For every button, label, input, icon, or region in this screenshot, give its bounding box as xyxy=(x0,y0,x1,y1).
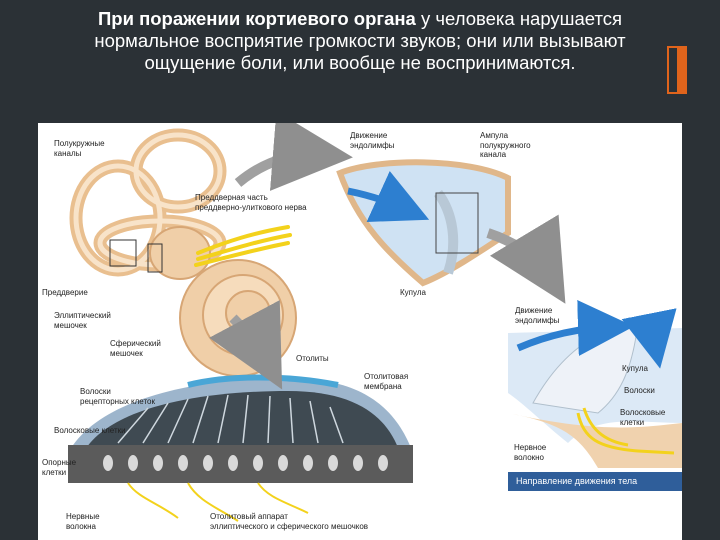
ampulla-panel xyxy=(336,159,511,287)
label-line: преддверно-улиткового нерва xyxy=(195,202,307,212)
label-line: волокно xyxy=(514,452,545,462)
cupula-detail xyxy=(508,300,682,468)
label-hair-cells-left: Волосковые клетки xyxy=(54,426,126,435)
head-motion-direction-bar xyxy=(508,472,682,491)
label-nerve-fibers-bottom: Нервные волокна xyxy=(66,512,100,531)
label-line: эллиптического и сферического мешочков xyxy=(210,521,369,531)
title-line2: нормальное восприятие громкости звуков; … xyxy=(94,30,626,51)
label-receptor-cell-hairs: Волоски рецепторных клеток xyxy=(80,387,155,406)
label-line: Ампула xyxy=(480,131,509,140)
label-endolymph-motion-right: Движение эндолимфы xyxy=(515,306,559,325)
label-line: канала xyxy=(480,150,507,159)
label-otolith-apparatus: Отолитовый аппарат эллиптического и сфер… xyxy=(210,512,368,531)
title-bold: При поражении кортиевого органа xyxy=(97,8,416,29)
label-line: волокна xyxy=(66,521,97,531)
label-line: Волосковые xyxy=(620,408,666,417)
label-utricle: Эллиптический мешочек xyxy=(54,311,111,330)
label-saccule: Сферический мешочек xyxy=(110,339,161,358)
label-line: Нервное xyxy=(514,443,547,452)
label-line: клетки xyxy=(42,467,67,477)
label-line: Опорные xyxy=(42,458,77,467)
accent-bar-outline xyxy=(667,46,679,94)
inner-ear-figure: Полукружные каналы Преддверная часть пре… xyxy=(38,123,682,540)
label-ampulla: Ампула полукружного канала xyxy=(480,131,531,160)
label-line: эндолимфы xyxy=(350,140,395,150)
label-line: Отолитовый аппарат xyxy=(210,512,288,521)
title-line1-rest: у человека нарушается xyxy=(415,8,623,29)
label-line: полукружного xyxy=(480,140,531,150)
label-head-motion-direction: Направление движения тела xyxy=(516,476,638,486)
label-vestibule: Преддверие xyxy=(42,288,88,297)
macula-panel xyxy=(68,374,413,522)
label-supporting-cells: Опорные клетки xyxy=(42,458,76,477)
label-endolymph-motion-top: Движение эндолимфы xyxy=(350,131,394,150)
label-hairs: Волоски xyxy=(624,386,655,395)
label-cupula-top: Купула xyxy=(400,288,426,297)
label-hair-cells-right: Волосковые клетки xyxy=(620,408,665,427)
label-line: Движение xyxy=(515,306,553,315)
label-line: мешочек xyxy=(54,320,87,330)
accent-bar-fill xyxy=(679,46,687,94)
label-cupula-right: Купула xyxy=(622,364,648,373)
label-nerve-fiber-right: Нервное волокно xyxy=(514,443,546,462)
title-line3: ощущение боли, или вообще не воспринимаю… xyxy=(144,52,576,73)
label-otoliths: Отолиты xyxy=(296,354,329,363)
label-line: рецепторных клеток xyxy=(80,396,155,406)
label-line: эндолимфы xyxy=(515,315,560,325)
label-line: Преддверная часть xyxy=(195,193,268,202)
figure-artwork xyxy=(68,123,682,522)
flow-arrows xyxy=(209,123,566,390)
label-line: Отолитовая xyxy=(364,372,409,381)
label-otolith-membrane: Отолитовая мембрана xyxy=(364,372,408,391)
label-line: мембрана xyxy=(364,381,402,391)
label-line: Движение xyxy=(350,131,388,140)
label-line: мешочек xyxy=(110,348,143,358)
label-line: клетки xyxy=(620,417,645,427)
label-line: Эллиптический xyxy=(54,311,111,320)
label-line: Сферический xyxy=(110,339,161,348)
slide-title: При поражении кортиевого органа у челове… xyxy=(40,8,680,74)
label-line: Полукружные xyxy=(54,139,105,148)
label-line: Волоски xyxy=(80,387,111,396)
vestibular-nerve xyxy=(194,225,292,267)
label-line: каналы xyxy=(54,148,82,158)
label-semicircular-canals: Полукружные каналы xyxy=(54,139,105,158)
label-vestibular-nerve: Преддверная часть преддверно-улиткового … xyxy=(195,193,307,212)
label-line: Нервные xyxy=(66,512,100,521)
